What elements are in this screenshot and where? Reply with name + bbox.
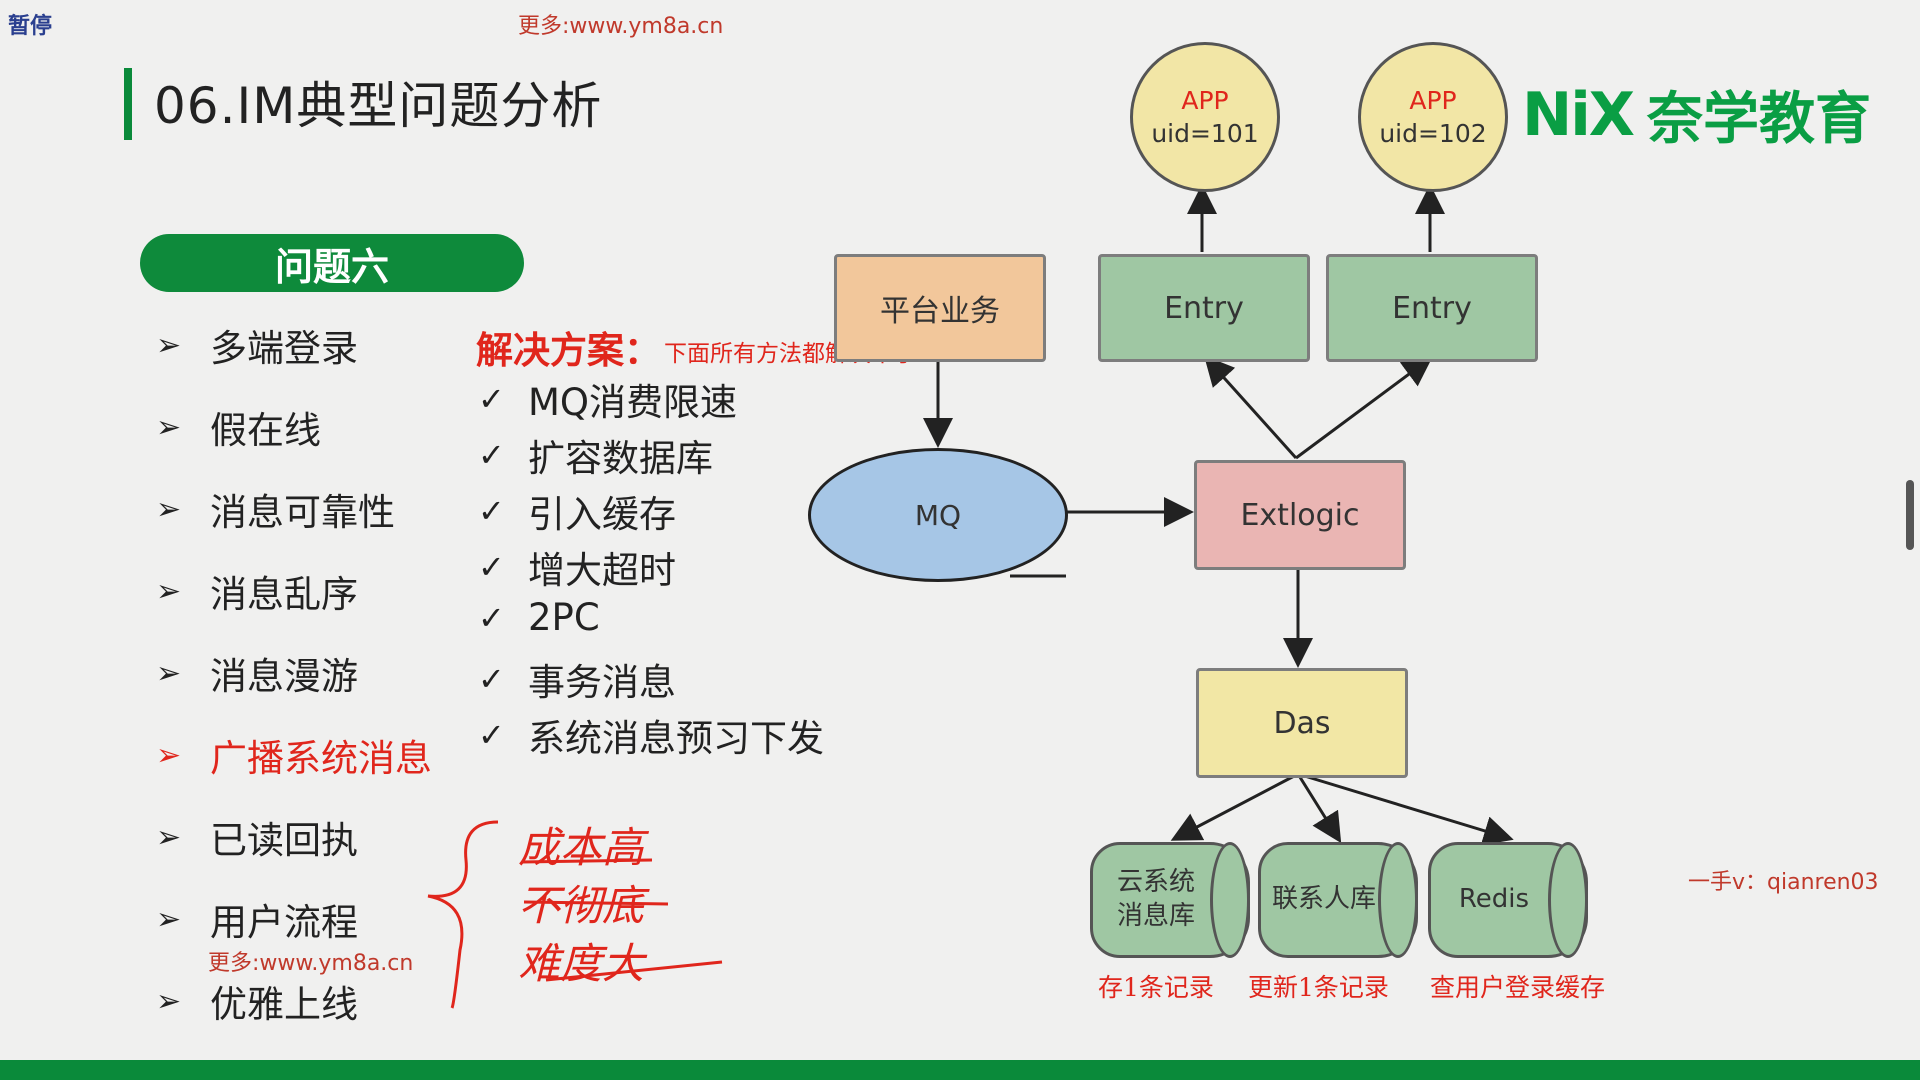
app-label: APP — [1181, 86, 1229, 115]
topic-item: ➢ 用户流程 — [156, 892, 358, 946]
mq-node: MQ — [808, 448, 1068, 582]
app-node-102: APP uid=102 — [1358, 42, 1508, 192]
entry-box-2: Entry — [1326, 254, 1538, 362]
topic-item: ➢ 消息可靠性 — [156, 482, 395, 536]
store-label: 云系统消息库 — [1116, 867, 1195, 931]
solution-title: 解决方案： — [476, 329, 661, 372]
solution-label: 2PC — [528, 596, 600, 639]
solution-item: ✓ MQ消费限速 — [478, 372, 737, 426]
store-cylinder-message-db: 云系统消息库 — [1090, 842, 1250, 958]
entry-box-1: Entry — [1098, 254, 1310, 362]
logo-text: 奈学教育 — [1647, 87, 1872, 152]
handwritten-note: 成本高 — [518, 823, 645, 872]
topic-label: 消息可靠性 — [210, 491, 395, 534]
das-box: Das — [1196, 668, 1408, 778]
store-label: Redis — [1458, 884, 1530, 915]
handwritten-note: 难度大 — [518, 939, 645, 988]
arrow-icon: ➢ — [156, 491, 182, 527]
check-icon: ✓ — [478, 492, 505, 530]
solution-label: MQ消费限速 — [528, 381, 738, 424]
topic-item: ➢ 多端登录 — [156, 318, 358, 372]
arrow-icon: ➢ — [156, 409, 182, 445]
mq-label: MQ — [914, 498, 962, 532]
topic-label: 假在线 — [210, 409, 321, 452]
arrow-icon: ➢ — [156, 573, 182, 609]
solution-label: 系统消息预习下发 — [528, 717, 824, 760]
solution-label: 增大超时 — [528, 549, 676, 592]
brand-logo: NiX 奈学教育 — [1522, 74, 1871, 155]
topic-label: 多端登录 — [210, 327, 358, 370]
check-icon: ✓ — [478, 380, 505, 418]
arrow-icon: ➢ — [156, 327, 182, 363]
app-uid: uid=101 — [1151, 119, 1259, 148]
arrow-icon: ➢ — [156, 819, 182, 855]
solution-label: 事务消息 — [528, 661, 676, 704]
topic-item: ➢ 消息乱序 — [156, 564, 358, 618]
solution-label: 引入缓存 — [528, 493, 676, 536]
app-node-101: APP uid=101 — [1130, 42, 1280, 192]
problem-label: 问题六 — [140, 234, 524, 292]
pause-badge[interactable]: 暂停 — [8, 14, 53, 39]
scrollbar-thumb[interactable] — [1906, 480, 1914, 550]
store-label: 联系人库 — [1271, 884, 1376, 915]
watermark-bottom: 更多:www.ym8a.cn — [208, 951, 414, 976]
title-accent-bar — [124, 68, 132, 140]
arrow-das-to-store1 — [1170, 772, 1299, 841]
arrow-das-to-store2 — [1296, 773, 1342, 844]
topic-label: 已读回执 — [210, 819, 358, 862]
app-uid: uid=102 — [1379, 119, 1487, 148]
bottom-accent-bar — [0, 1060, 1920, 1080]
logo-mark: NiX — [1522, 79, 1635, 150]
solution-item: ✓ 事务消息 — [478, 652, 676, 706]
arrow-icon: ➢ — [156, 737, 182, 773]
topic-label: 优雅上线 — [210, 983, 358, 1026]
store-cylinder-redis: Redis — [1428, 842, 1588, 958]
check-icon: ✓ — [478, 436, 505, 474]
watermark-top: 更多:www.ym8a.cn — [518, 14, 724, 39]
store-cylinder-contacts-db: 联系人库 — [1258, 842, 1418, 958]
solution-label: 扩容数据库 — [528, 437, 713, 480]
arrow-extlogic-to-entry1 — [1203, 355, 1298, 460]
check-icon: ✓ — [478, 548, 505, 586]
store-caption: 查用户登录缓存 — [1430, 973, 1606, 1002]
store-caption: 更新1条记录 — [1248, 973, 1389, 1002]
arrow-icon: ➢ — [156, 901, 182, 937]
platform-business-box: 平台业务 — [834, 254, 1046, 362]
check-icon: ✓ — [478, 598, 505, 637]
topic-item: ➢ 假在线 — [156, 400, 321, 454]
solution-item: ✓ 增大超时 — [478, 540, 676, 594]
slide-title: 06.IM典型问题分析 — [154, 77, 603, 135]
handwritten-strike — [523, 900, 669, 906]
handwritten-underline — [521, 858, 653, 864]
solution-item: ✓ 2PC — [478, 596, 600, 639]
handwritten-underline — [545, 960, 723, 982]
arrow-icon: ➢ — [156, 655, 182, 691]
topic-label: 广播系统消息 — [210, 737, 432, 780]
store-caption: 存1条记录 — [1098, 973, 1214, 1002]
topic-item: ➢ 优雅上线 — [156, 974, 358, 1028]
arrow-das-to-store3 — [1297, 772, 1514, 846]
topic-label: 消息漫游 — [210, 655, 358, 698]
topic-label: 消息乱序 — [210, 573, 358, 616]
extlogic-box: Extlogic — [1194, 460, 1406, 570]
app-label: APP — [1409, 86, 1457, 115]
arrow-extlogic-to-entry2 — [1295, 356, 1433, 460]
solution-item: ✓ 扩容数据库 — [478, 428, 713, 482]
solution-item: ✓ 系统消息预习下发 — [478, 708, 824, 762]
contact-watermark: 一手v：qianren03 — [1688, 870, 1879, 895]
check-icon: ✓ — [478, 660, 505, 698]
solution-item: ✓ 引入缓存 — [478, 484, 676, 538]
arrow-icon: ➢ — [156, 983, 182, 1019]
topic-label: 用户流程 — [210, 901, 358, 944]
handwritten-note: 不彻底 — [518, 881, 645, 930]
topic-item: ➢ 消息漫游 — [156, 646, 358, 700]
topic-item-active: ➢ 广播系统消息 — [156, 728, 432, 782]
topic-item: ➢ 已读回执 — [156, 810, 358, 864]
check-icon: ✓ — [478, 716, 505, 754]
handwritten-brace — [427, 820, 499, 1009]
